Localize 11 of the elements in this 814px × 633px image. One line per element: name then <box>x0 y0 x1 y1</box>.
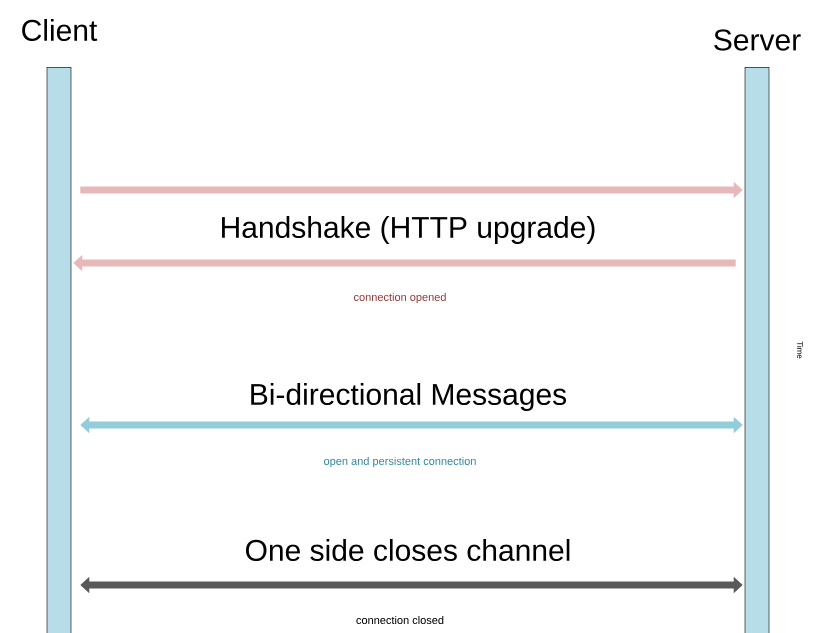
status-text: connection opened <box>354 292 446 304</box>
edge-label: Handshake (HTTP upgrade) <box>222 216 594 244</box>
participant-name: Server <box>714 29 801 51</box>
lifeline <box>46 67 72 633</box>
participant-name: Client <box>22 19 98 42</box>
status-text: open and persistent connection <box>324 456 476 468</box>
status-text: connection closed <box>356 616 444 624</box>
edge-label: Bi-directional Messages <box>251 383 566 411</box>
axis-label: Time <box>797 341 803 358</box>
lifeline <box>744 67 770 633</box>
edge-label: One side closes channel <box>246 539 570 562</box>
